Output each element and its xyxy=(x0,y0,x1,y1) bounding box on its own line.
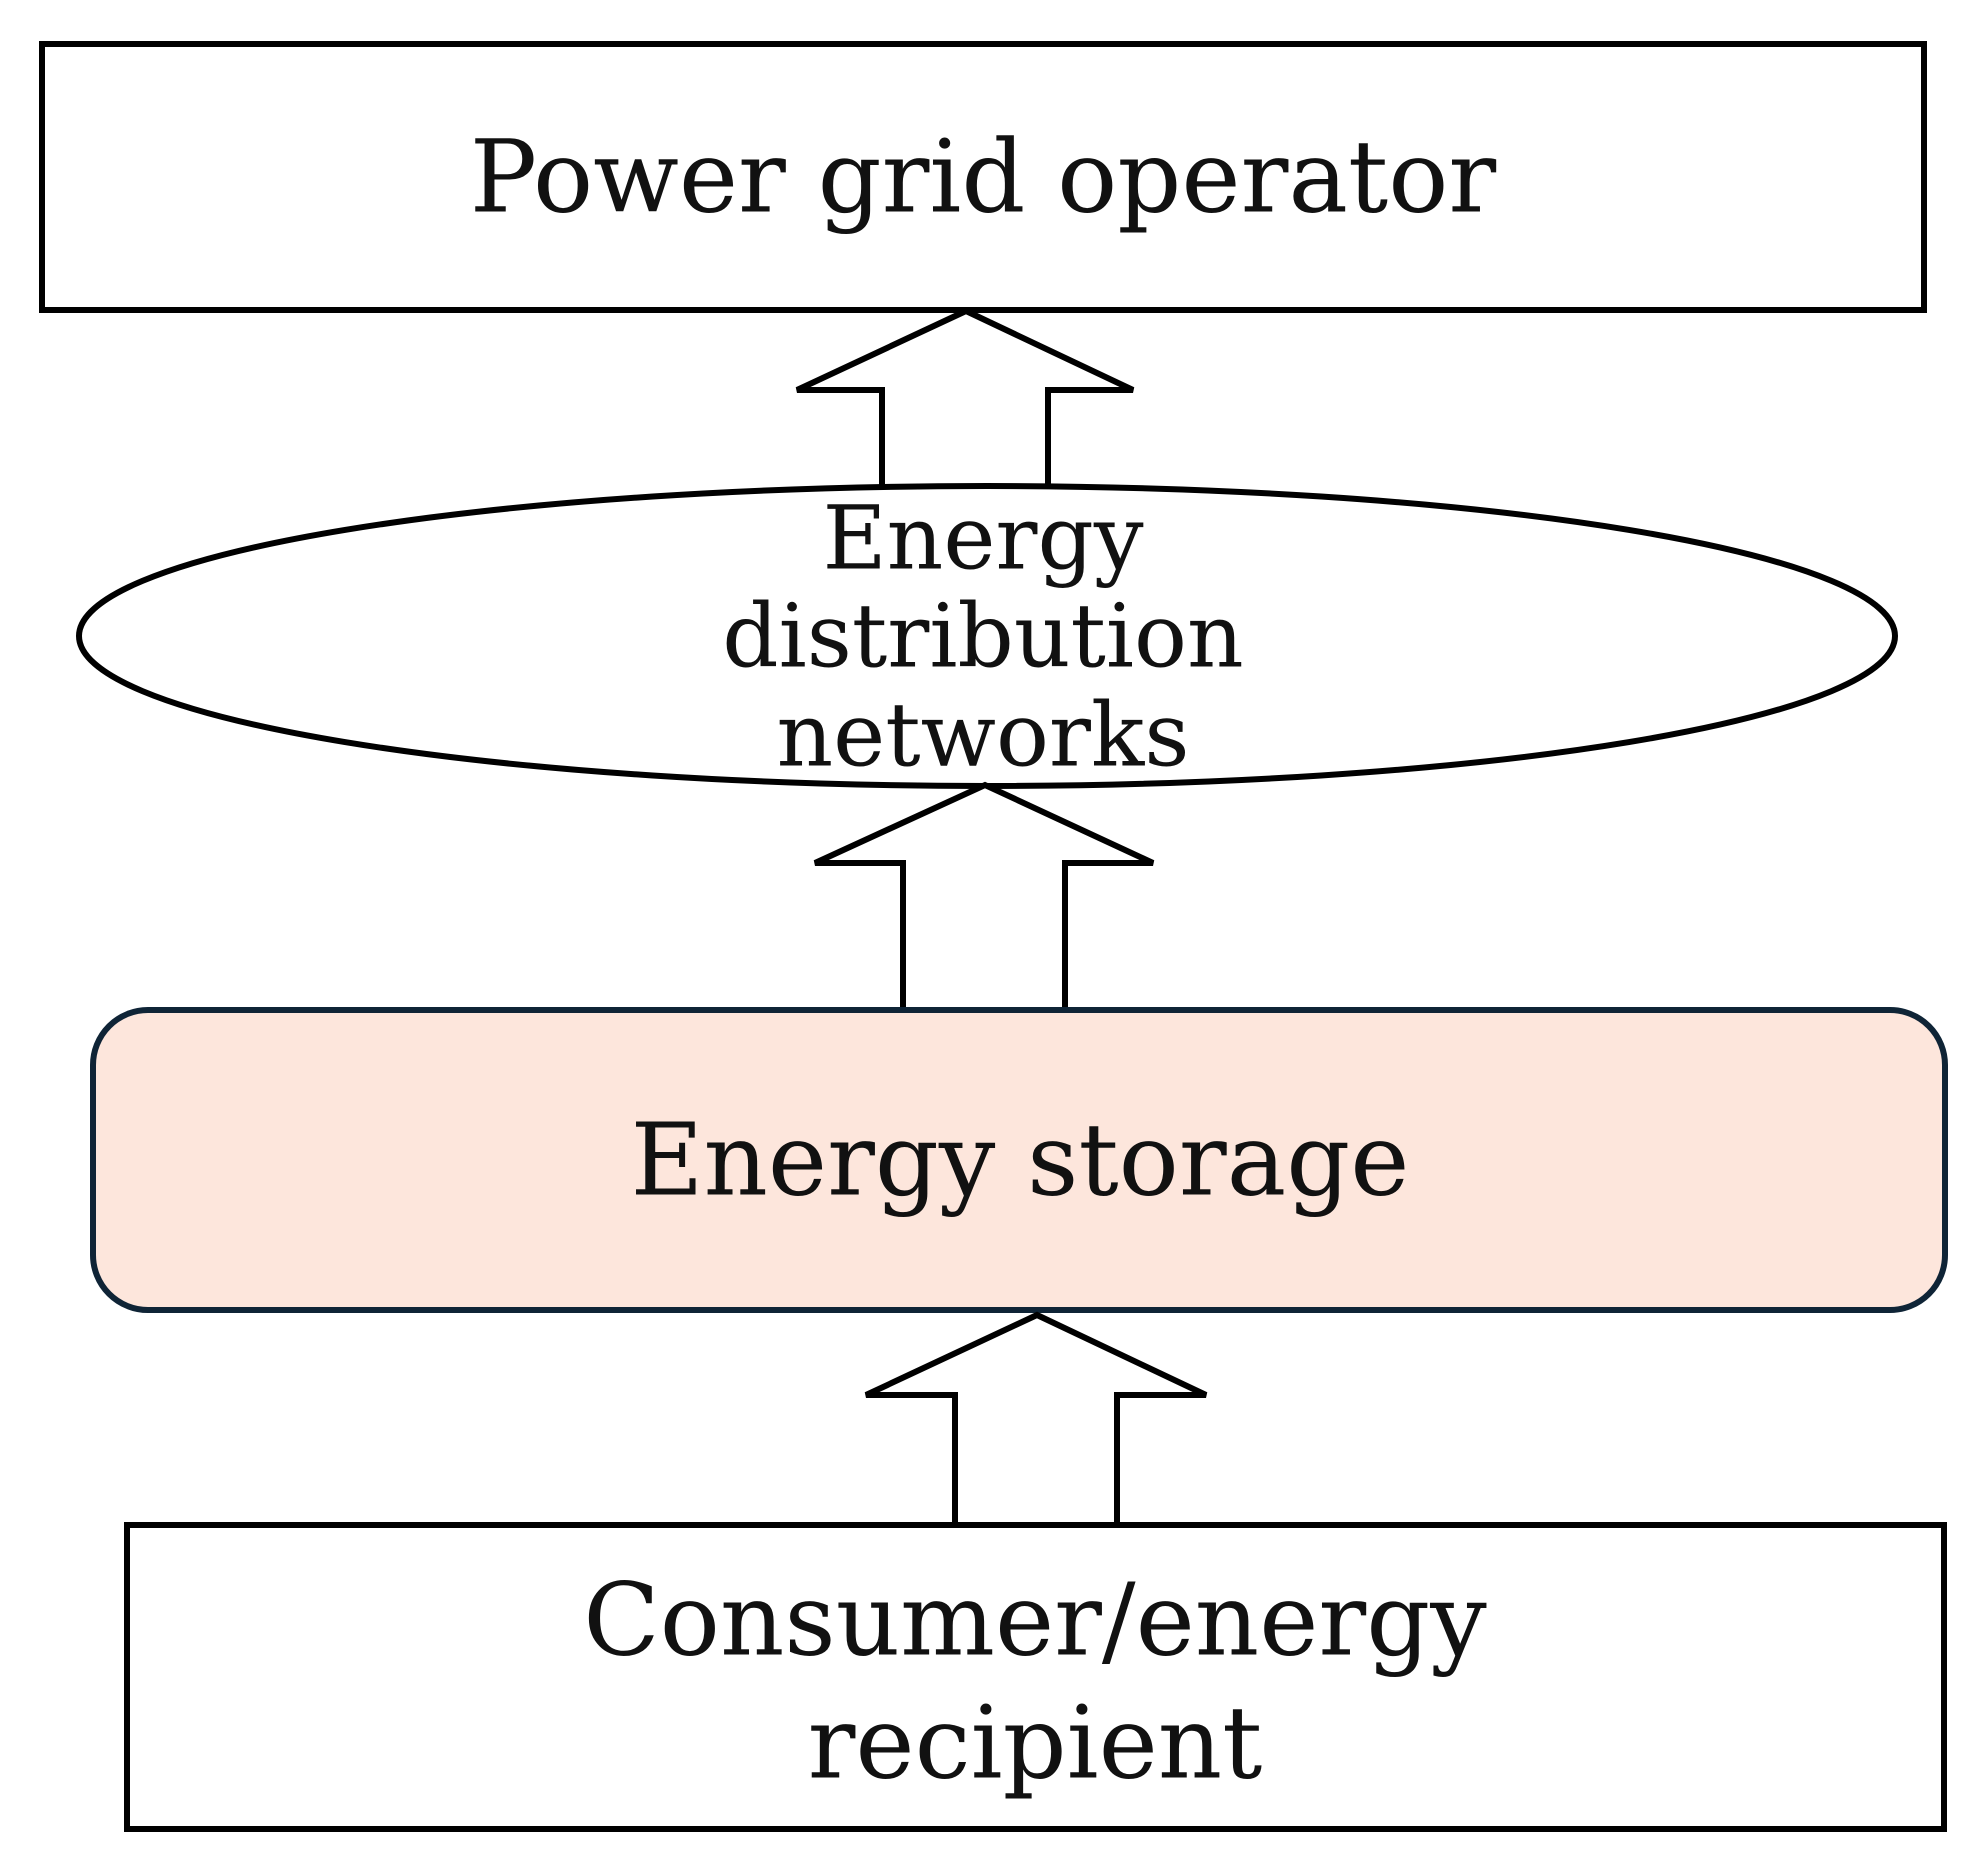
node-consumer-energy-recipient: Consumer/energy recipient xyxy=(124,1522,1947,1832)
node-energy-distribution-networks-line-2: distribution xyxy=(722,585,1243,688)
arrow-storage-to-distribution xyxy=(813,781,1155,1008)
node-energy-distribution-networks-line-3: networks xyxy=(777,684,1190,787)
node-energy-storage-label: Energy storage xyxy=(630,1102,1409,1219)
node-energy-distribution-networks: Energy distribution networks xyxy=(76,483,1898,789)
node-energy-storage-box xyxy=(90,1007,1948,1313)
arrow-distribution-to-grid-operator xyxy=(795,307,1135,485)
node-energy-storage: Energy storage xyxy=(90,1007,1948,1313)
node-power-grid-operator: Power grid operator xyxy=(39,41,1927,313)
node-consumer-energy-recipient-line-1: Consumer/energy xyxy=(583,1562,1487,1679)
node-energy-distribution-networks-line-1: Energy xyxy=(822,487,1143,590)
node-power-grid-operator-label: Power grid operator xyxy=(470,119,1497,236)
node-consumer-energy-recipient-box xyxy=(124,1522,1947,1832)
node-power-grid-operator-box xyxy=(39,41,1927,313)
node-consumer-energy-recipient-line-2: recipient xyxy=(808,1685,1263,1802)
arrow-consumer-to-storage xyxy=(864,1311,1208,1523)
